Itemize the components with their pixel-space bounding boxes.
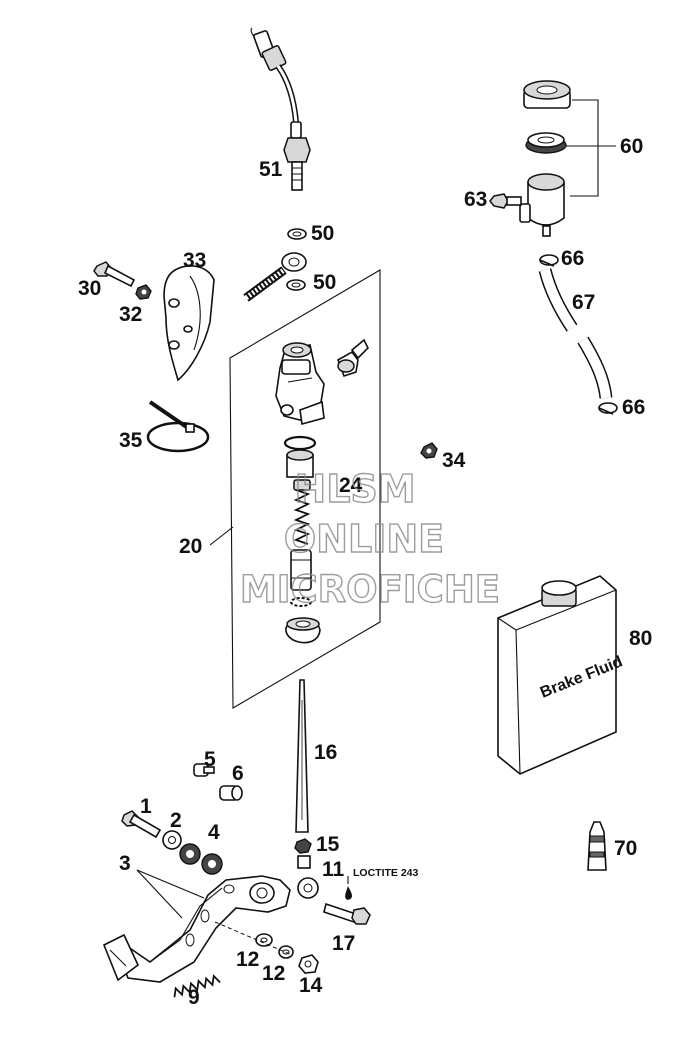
part-number-50-upper: 50 bbox=[311, 222, 334, 245]
part-number-20: 20 bbox=[179, 535, 202, 558]
part-number-32: 32 bbox=[119, 303, 142, 326]
part-number-4: 4 bbox=[208, 821, 220, 844]
washer-2 bbox=[162, 830, 182, 850]
bracket-60 bbox=[570, 99, 599, 197]
part-number-30: 30 bbox=[78, 277, 101, 300]
part-number-3: 3 bbox=[119, 852, 131, 875]
part-number-80: 80 bbox=[629, 627, 652, 650]
brake-light-switch-51 bbox=[250, 27, 311, 191]
part-number-14: 14 bbox=[299, 974, 323, 997]
brake-pedal-3 bbox=[102, 875, 291, 983]
nut-14 bbox=[298, 954, 319, 974]
part-number-67: 67 bbox=[572, 291, 595, 314]
dust-boot bbox=[285, 617, 321, 644]
spring bbox=[293, 479, 311, 545]
part-number-24: 24 bbox=[339, 474, 363, 497]
part-number-60: 60 bbox=[620, 135, 643, 158]
washer-50-upper bbox=[287, 228, 307, 240]
brake-fluid-bottle-80 bbox=[497, 575, 617, 775]
part-number-15: 15 bbox=[316, 833, 340, 856]
part-number-35: 35 bbox=[119, 429, 143, 452]
bolt-1 bbox=[121, 810, 162, 839]
part-number-66-lower: 66 bbox=[622, 396, 645, 419]
part-number-70: 70 bbox=[614, 837, 637, 860]
leader-3b bbox=[136, 869, 183, 919]
leader-3a bbox=[136, 869, 205, 899]
nut-32 bbox=[135, 284, 152, 300]
piston-sleeve bbox=[286, 449, 314, 478]
part-number-2: 2 bbox=[170, 809, 182, 832]
part-number-16: 16 bbox=[314, 741, 337, 764]
elbow-fitting bbox=[337, 338, 369, 378]
nut-15 bbox=[294, 838, 312, 854]
part-number-33: 33 bbox=[183, 249, 206, 272]
leader-20 bbox=[209, 526, 234, 546]
part-number-66-upper: 66 bbox=[561, 247, 584, 270]
loctite-note: LOCTITE 243 bbox=[353, 867, 419, 879]
banjo-fitting bbox=[243, 252, 307, 302]
reservoir-diaphragm bbox=[525, 132, 567, 154]
screw-63 bbox=[489, 193, 522, 209]
watermark-line-1: HLSM bbox=[294, 467, 415, 511]
bushing-4a bbox=[179, 843, 201, 865]
part-number-50-lower: 50 bbox=[313, 271, 336, 294]
part-number-6: 6 bbox=[232, 762, 244, 785]
screw-5 bbox=[193, 763, 215, 777]
cable-tie-35 bbox=[146, 400, 210, 453]
clevis-11 bbox=[297, 855, 319, 899]
nut-34 bbox=[420, 442, 438, 459]
part-number-34: 34 bbox=[442, 449, 466, 472]
loctite-drop bbox=[345, 876, 352, 900]
bolt-30 bbox=[93, 261, 136, 288]
washer-12a bbox=[255, 933, 273, 947]
reservoir-cap bbox=[523, 80, 571, 109]
push-rod-16 bbox=[295, 679, 309, 833]
part-number-12-a: 12 bbox=[236, 948, 259, 971]
part-number-17: 17 bbox=[332, 932, 355, 955]
watermark-line-3: MICROFICHE bbox=[240, 568, 500, 611]
bushing-4b bbox=[201, 853, 223, 875]
washer-50-lower bbox=[286, 279, 306, 291]
brake-hose-67 bbox=[538, 268, 613, 399]
master-cylinder-body bbox=[275, 342, 325, 426]
part-number-63: 63 bbox=[464, 188, 487, 211]
reservoir-body bbox=[519, 173, 565, 237]
heat-shield-33 bbox=[163, 265, 215, 382]
part-number-11: 11 bbox=[322, 858, 345, 881]
watermark-line-2: ONLINE bbox=[284, 517, 444, 561]
piston bbox=[290, 549, 312, 607]
part-number-9: 9 bbox=[188, 986, 200, 1009]
spacer-6 bbox=[219, 785, 243, 801]
part-number-51: 51 bbox=[259, 158, 283, 181]
return-spring-9 bbox=[173, 974, 221, 998]
part-number-12-b: 12 bbox=[262, 962, 285, 985]
hose-clamp-66-lower bbox=[598, 402, 618, 415]
loctite-tube-70 bbox=[587, 821, 607, 871]
part-number-5: 5 bbox=[204, 748, 216, 771]
assembly-frame-20 bbox=[229, 269, 381, 709]
hose-clamp-66-upper bbox=[539, 254, 559, 267]
part-number-1: 1 bbox=[140, 795, 152, 818]
o-ring bbox=[283, 435, 317, 451]
bolt-17 bbox=[323, 902, 371, 925]
